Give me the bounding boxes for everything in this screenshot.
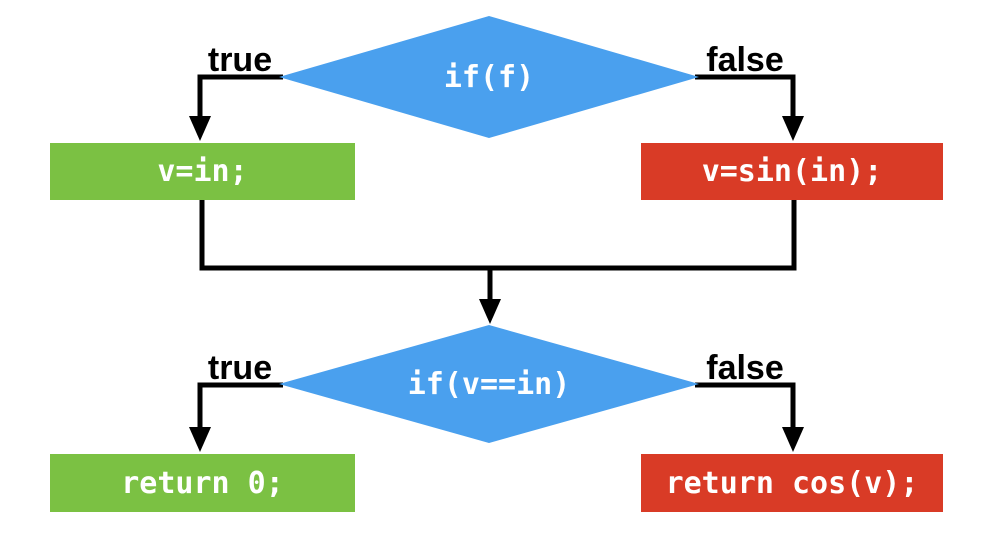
- arrowhead-decision1-true: [189, 116, 211, 141]
- connector-decision2-false: [695, 382, 796, 428]
- process-box-v-equals-in-label: v=in;: [157, 154, 248, 189]
- process-box-v-equals-in: v=in;: [50, 143, 355, 200]
- connector-merge: [199, 200, 797, 271]
- arrowhead-decision1-false: [782, 116, 804, 141]
- branch-label-decision2-false: false: [706, 349, 784, 387]
- arrowhead-decision2-true: [189, 427, 211, 452]
- arrowhead-merge-to-decision2: [479, 299, 501, 324]
- branch-label-decision1-false: false: [706, 41, 784, 79]
- decision2-label: if(v==in): [407, 366, 571, 402]
- process-box-v-equals-sin-in: v=sin(in);: [641, 143, 943, 200]
- process-box-return-cos-v-label: return cos(v);: [665, 465, 919, 501]
- connector-decision1-true: [197, 74, 283, 117]
- process-box-return-0-label: return 0;: [121, 465, 284, 501]
- connector-decision2-true: [197, 382, 283, 428]
- process-box-return-0: return 0;: [50, 454, 355, 512]
- branch-label-decision1-true: true: [207, 41, 273, 79]
- connector-decision1-false: [695, 74, 796, 117]
- branch-label-decision2-true: true: [207, 349, 273, 387]
- arrowhead-decision2-false: [782, 427, 804, 452]
- process-box-return-cos-v: return cos(v);: [641, 454, 943, 512]
- process-box-v-equals-sin-in-label: v=sin(in);: [701, 154, 883, 189]
- decision1-label: if(f): [443, 59, 535, 95]
